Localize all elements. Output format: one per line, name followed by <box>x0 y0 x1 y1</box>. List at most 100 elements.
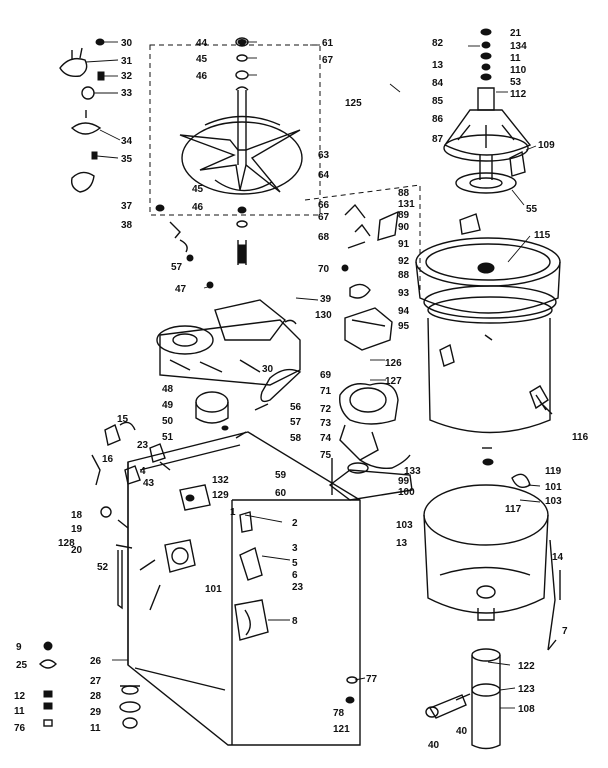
part-label: 53 <box>510 77 522 88</box>
part-label: 119 <box>545 466 562 477</box>
part-label: 12 <box>14 691 26 702</box>
part-label: 129 <box>212 490 229 501</box>
part-label: 92 <box>398 256 410 267</box>
part-label: 64 <box>318 170 330 181</box>
part-label: 44 <box>196 38 208 49</box>
part-label: 109 <box>538 140 555 151</box>
part-label: 84 <box>432 78 444 89</box>
part-label: 15 <box>117 414 129 425</box>
part-label: 132 <box>212 475 229 486</box>
part-label: 94 <box>398 306 410 317</box>
part-label: 45 <box>192 184 204 195</box>
part-label: 21 <box>510 28 522 39</box>
part-label: 89 <box>398 210 410 221</box>
part-label: 57 <box>290 417 302 428</box>
cabinet <box>127 431 361 746</box>
part-number-labels: 30 31 32 33 34 35 37 38 57 44 45 46 61 6… <box>14 28 589 751</box>
part-label: 76 <box>14 723 26 734</box>
part-label: 108 <box>518 704 535 715</box>
part-label: 88 <box>398 270 410 281</box>
part-label: 13 <box>432 60 444 71</box>
part-label: 3 <box>292 543 298 554</box>
part-label: 9 <box>16 642 22 653</box>
part-label: 30 <box>262 364 274 375</box>
part-label: 37 <box>121 201 133 212</box>
part-label: 38 <box>121 220 133 231</box>
part-label: 90 <box>398 222 410 233</box>
part-label: 122 <box>518 661 535 672</box>
part-label: 134 <box>510 41 527 52</box>
part-label: 99 <box>398 476 410 487</box>
outer-tub <box>423 447 561 651</box>
part-label: 8 <box>292 616 298 627</box>
left-upper-small-parts <box>59 38 194 262</box>
part-label: 6 <box>292 570 298 581</box>
part-label: 133 <box>404 466 421 477</box>
part-label: 82 <box>432 38 444 49</box>
part-label: 16 <box>102 454 114 465</box>
hub-assembly <box>443 28 532 194</box>
part-label: 125 <box>345 98 362 109</box>
part-label: 40 <box>456 726 468 737</box>
part-label: 52 <box>97 562 109 573</box>
part-label: 126 <box>385 358 402 369</box>
part-label: 34 <box>121 136 133 147</box>
part-label: 66 <box>318 200 330 211</box>
part-label: 13 <box>396 538 408 549</box>
part-label: 31 <box>121 56 133 67</box>
part-label: 57 <box>171 262 183 273</box>
part-label: 68 <box>318 232 330 243</box>
part-label: 71 <box>320 386 332 397</box>
part-label: 1 <box>230 507 236 518</box>
part-label: 75 <box>320 450 332 461</box>
part-label: 45 <box>196 54 208 65</box>
part-label: 26 <box>90 656 102 667</box>
part-label: 77 <box>366 674 378 685</box>
part-label: 100 <box>398 487 415 498</box>
part-label: 67 <box>322 55 334 66</box>
part-label: 123 <box>518 684 535 695</box>
part-label: 93 <box>398 288 410 299</box>
part-label: 51 <box>162 432 174 443</box>
part-label: 88 <box>398 188 410 199</box>
part-label: 23 <box>292 582 304 593</box>
pump-and-motor <box>328 203 413 501</box>
part-label: 63 <box>318 150 330 161</box>
part-label: 46 <box>192 202 204 213</box>
part-label: 121 <box>333 724 350 735</box>
part-label: 72 <box>320 404 332 415</box>
part-label: 60 <box>275 488 287 499</box>
part-label: 33 <box>121 88 133 99</box>
part-label: 70 <box>318 264 330 275</box>
part-label: 87 <box>432 134 444 145</box>
part-label: 2 <box>292 518 298 529</box>
part-label: 67 <box>318 212 330 223</box>
part-label: 39 <box>320 294 332 305</box>
part-label: 69 <box>320 370 332 381</box>
part-label: 101 <box>545 482 562 493</box>
part-label: 91 <box>398 239 410 250</box>
part-label: 59 <box>275 470 287 481</box>
spin-tub <box>415 213 561 434</box>
part-label: 18 <box>71 510 83 521</box>
part-label: 116 <box>572 432 589 443</box>
part-label: 115 <box>534 230 551 241</box>
part-label: 50 <box>162 416 174 427</box>
leader-lines <box>85 41 541 709</box>
part-label: 11 <box>14 706 25 717</box>
part-label: 56 <box>290 402 302 413</box>
part-label: 74 <box>320 433 332 444</box>
part-label: 29 <box>90 707 102 718</box>
part-label: 61 <box>322 38 334 49</box>
part-label: 85 <box>432 96 444 107</box>
part-label: 5 <box>292 558 298 569</box>
part-label: 25 <box>16 660 28 671</box>
part-label: 130 <box>315 310 332 321</box>
part-label: 35 <box>121 154 133 165</box>
part-label: 127 <box>385 376 402 387</box>
part-label: 14 <box>552 552 564 563</box>
part-label: 49 <box>162 400 174 411</box>
part-label: 4 <box>140 466 146 477</box>
part-label: 48 <box>162 384 174 395</box>
